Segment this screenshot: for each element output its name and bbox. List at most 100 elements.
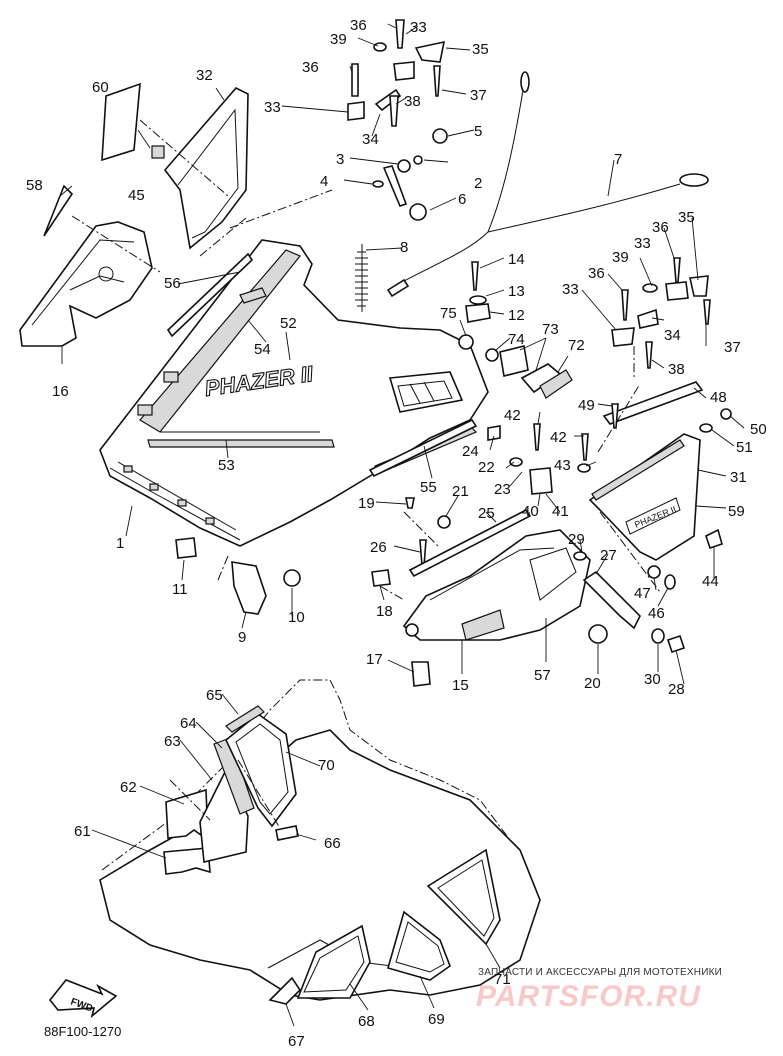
part-label: 35	[472, 41, 489, 58]
part-label: 53	[218, 457, 235, 474]
part-label: 16	[52, 383, 69, 400]
part-label: 54	[254, 341, 271, 358]
part-label: 66	[324, 835, 341, 852]
mount-hardware-left	[175, 537, 301, 615]
part-label: 42	[550, 429, 567, 446]
part-label: 72	[568, 337, 585, 354]
nose-assembly	[371, 508, 686, 687]
lower-shroud	[99, 679, 541, 1005]
part-label: 7	[614, 151, 622, 168]
part-label: 15	[452, 677, 469, 694]
part-label: 62	[120, 779, 137, 796]
part-label: 60	[92, 79, 109, 96]
part-label: 68	[358, 1013, 375, 1030]
part-label: 75	[440, 305, 457, 322]
part-label: 43	[554, 457, 571, 474]
part-label: 63	[164, 733, 181, 750]
part-label: 65	[206, 687, 223, 704]
part-label: 25	[478, 505, 495, 522]
part-label: 46	[648, 605, 665, 622]
part-label: 45	[128, 187, 145, 204]
part-label: 36	[588, 265, 605, 282]
mirror-assembly	[19, 82, 153, 347]
part-label: 48	[710, 389, 727, 406]
seal-strip-55	[368, 418, 478, 478]
part-label: 73	[542, 321, 559, 338]
diagram-code: 88F100-1270	[44, 1024, 121, 1039]
leader-lines	[59, 23, 745, 1027]
part-label: 1	[116, 535, 124, 552]
part-label: 39	[330, 31, 347, 48]
part-label: 59	[728, 503, 745, 520]
part-label: 2	[474, 175, 482, 192]
part-label: 33	[634, 235, 651, 252]
part-label: 6	[458, 191, 466, 208]
part-label: 33	[264, 99, 281, 116]
part-label: 36	[350, 17, 367, 34]
windshield-bracket	[151, 87, 249, 250]
part-label: 39	[612, 249, 629, 266]
cable-assembly	[355, 71, 709, 312]
part-number-labels: 1 2 3 4 5 6 7 8 9 10 11 12 13 14 15 16 1…	[26, 17, 767, 1050]
part-label: 9	[238, 629, 246, 646]
part-label: 4	[320, 173, 328, 190]
part-label: 33	[562, 281, 579, 298]
part-label: 70	[318, 757, 335, 774]
part-label: 37	[724, 339, 741, 356]
part-label: 67	[288, 1033, 305, 1050]
part-label: 34	[362, 131, 379, 148]
part-label: 34	[664, 327, 681, 344]
part-label: 35	[678, 209, 695, 226]
part-label: 44	[702, 573, 719, 590]
part-label: 19	[358, 495, 375, 512]
part-label: 33	[410, 19, 427, 36]
part-label: 12	[508, 307, 525, 324]
part-label: 47	[634, 585, 651, 602]
part-label: 18	[376, 603, 393, 620]
part-label: 5	[474, 123, 482, 140]
part-label: 37	[470, 87, 487, 104]
fastener-cluster-top	[347, 19, 448, 221]
part-label: 58	[26, 177, 43, 194]
part-label: 38	[404, 93, 421, 110]
part-label: 30	[644, 671, 661, 688]
part-label: 57	[534, 667, 551, 684]
part-label: 41	[552, 503, 569, 520]
side-panel-assembly: PHAZER II	[588, 381, 732, 590]
part-label: 26	[370, 539, 387, 556]
part-label: 71	[494, 971, 511, 988]
hood-assembly: PHAZER II	[99, 239, 489, 547]
part-label: 17	[366, 651, 383, 668]
part-label: 27	[600, 547, 617, 564]
part-label: 69	[428, 1011, 445, 1028]
part-label: 55	[420, 479, 437, 496]
part-label: 32	[196, 67, 213, 84]
part-label: 23	[494, 481, 511, 498]
part-label: 20	[584, 675, 601, 692]
part-label: 64	[180, 715, 197, 732]
part-label: 14	[508, 251, 525, 268]
part-label: 61	[74, 823, 91, 840]
part-label: 52	[280, 315, 297, 332]
part-label: 8	[400, 239, 408, 256]
part-label: 36	[652, 219, 669, 236]
watermark-logo: PARTSFOR.RU	[476, 980, 701, 1013]
part-label: 49	[578, 397, 595, 414]
part-label: 51	[736, 439, 753, 456]
part-label: 74	[508, 331, 525, 348]
bracket-hardware	[405, 423, 591, 567]
part-label: 3	[336, 151, 344, 168]
part-label: 50	[750, 421, 767, 438]
part-label: 13	[508, 283, 525, 300]
part-label: 31	[730, 469, 747, 486]
part-label: 38	[668, 361, 685, 378]
part-label: 42	[504, 407, 521, 424]
part-label: 21	[452, 483, 469, 500]
fwd-arrow-icon: FWD	[48, 979, 118, 1019]
watermark-tagline: ЗАПЧАСТИ И АКСЕССУАРЫ ДЛЯ МОТОТЕХНИКИ	[478, 967, 722, 978]
part-label: 28	[668, 681, 685, 698]
inner-panels	[163, 705, 299, 875]
part-label: 29	[568, 531, 585, 548]
part-label: 56	[164, 275, 181, 292]
